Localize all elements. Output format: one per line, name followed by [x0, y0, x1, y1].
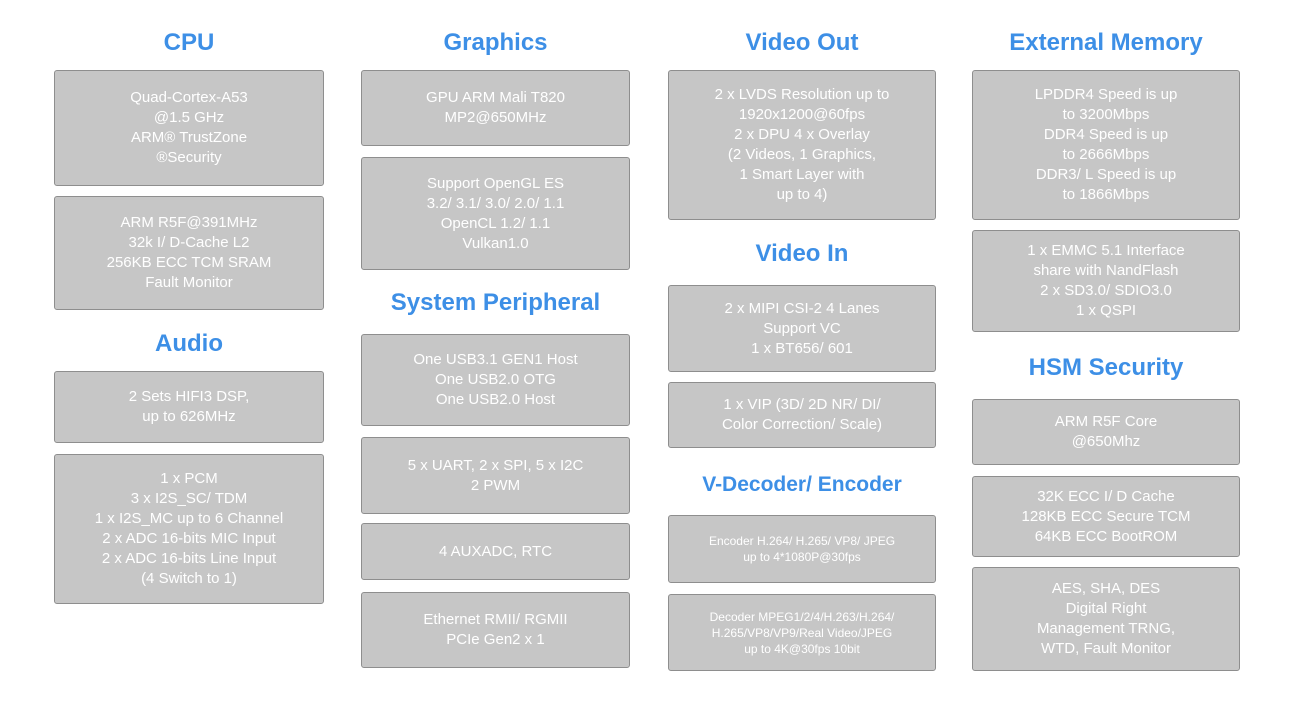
block-line: 2 PWM [470, 476, 521, 494]
block-ddr: LPDDR4 Speed is up to 3200Mbps DDR4 Spee… [972, 70, 1240, 220]
block-video-out: 2 x LVDS Resolution up to 1920x1200@60fp… [668, 70, 936, 220]
block-line: up to 626MHz [142, 408, 236, 425]
block-line: (4 Switch to 1) [141, 570, 237, 587]
block-line: 2 x ADC 16-bits Line Input [101, 550, 277, 567]
block-line: Fault Monitor [145, 274, 233, 291]
block-uart-spi-i2c: 5 x UART, 2 x SPI, 5 x I2C 2 PWM [361, 437, 630, 514]
block-gpu-mali: GPU ARM Mali T820 MP2@650MHz [361, 70, 630, 146]
block-line: 2 x ADC 16-bits MIC Input [102, 530, 276, 547]
block-line: (2 Videos, 1 Graphics, [727, 146, 877, 163]
block-line: 1 x EMMC 5.1 Interface [1027, 242, 1185, 259]
block-line: 2 x DPU 4 x Overlay [734, 126, 870, 143]
block-line: H.265/VP8/VP9/Real Video/JPEG [711, 625, 893, 640]
block-emmc-sd: 1 x EMMC 5.1 Interface share with NandFl… [972, 230, 1240, 332]
block-line: Encoder H.264/ H.265/ VP8/ JPEG [708, 534, 896, 548]
block-line: 1 Smart Layer with [739, 166, 865, 183]
block-line: DDR4 Speed is up [1043, 126, 1169, 143]
block-line: Decoder MPEG1/2/4/H.263/H.264/ [709, 609, 895, 624]
block-line: to 3200Mbps [1062, 106, 1150, 123]
section-title-external-memory: External Memory [1009, 29, 1203, 56]
block-line: GPU ARM Mali T820 [426, 89, 565, 106]
block-line: 32K ECC I/ D Cache [1037, 487, 1175, 505]
block-line: 1 x BT656/ 601 [751, 339, 853, 357]
block-line: to 2666Mbps [1062, 146, 1150, 163]
section-title-graphics: Graphics [443, 29, 548, 56]
block-vip: 1 x VIP (3D/ 2D NR/ DI/ Color Correction… [668, 382, 936, 448]
block-line: WTD, Fault Monitor [1040, 640, 1172, 657]
block-line: Digital Right [1065, 600, 1147, 617]
block-gpu-apis: Support OpenGL ES 3.2/ 3.1/ 3.0/ 2.0/ 1.… [361, 157, 630, 270]
block-audio-interfaces: 1 x PCM 3 x I2S_SC/ TDM 1 x I2S_MC up to… [54, 454, 324, 604]
block-line: Support VC [763, 319, 841, 337]
block-line: ®Security [156, 149, 222, 166]
block-line: Management TRNG, [1036, 620, 1176, 637]
block-line: up to 4*1080P@30fps [743, 550, 861, 564]
block-line: share with NandFlash [1033, 262, 1179, 279]
block-line: Support OpenGL ES [426, 174, 565, 192]
block-line: 1 x QSPI [1075, 302, 1137, 319]
block-line: Color Correction/ Scale) [721, 416, 883, 433]
block-usb: One USB3.1 GEN1 Host One USB2.0 OTG One … [361, 334, 630, 426]
block-line: 2 x MIPI CSI-2 4 Lanes [724, 299, 880, 317]
block-ethernet-pcie: Ethernet RMII/ RGMII PCIe Gen2 x 1 [361, 592, 630, 668]
block-hsm-memory: 32K ECC I/ D Cache 128KB ECC Secure TCM … [972, 476, 1240, 557]
block-line: Vulkan1.0 [462, 234, 529, 252]
block-line: @650Mhz [1071, 433, 1141, 450]
block-line: One USB2.0 OTG [435, 371, 556, 388]
section-title-audio: Audio [155, 330, 223, 357]
block-line: ARM® TrustZone [130, 129, 248, 146]
block-cpu-r5f: ARM R5F@391MHz 32k I/ D-Cache L2 256KB E… [54, 196, 324, 310]
block-line: AES, SHA, DES [1051, 580, 1161, 597]
block-line: Quad-Cortex-A53 [130, 89, 248, 106]
section-title-video-in: Video In [755, 240, 849, 267]
block-line: 1920x1200@60fps [738, 106, 866, 123]
section-title-system-peripheral: System Peripheral [390, 289, 601, 316]
block-line: 2 x SD3.0/ SDIO3.0 [1040, 282, 1172, 299]
block-auxadc-rtc: 4 AUXADC, RTC [361, 523, 630, 580]
block-line: DDR3/ L Speed is up [1035, 166, 1177, 183]
block-line: 1 x VIP (3D/ 2D NR/ DI/ [723, 396, 881, 413]
block-mipi-csi: 2 x MIPI CSI-2 4 Lanes Support VC 1 x BT… [668, 285, 936, 372]
block-line: One USB3.1 GEN1 Host [413, 351, 578, 368]
block-line: to 1866Mbps [1062, 186, 1150, 203]
section-title-cpu: CPU [163, 29, 215, 56]
block-line: Ethernet RMII/ RGMII [423, 611, 568, 628]
block-decoder: Decoder MPEG1/2/4/H.263/H.264/ H.265/VP8… [668, 594, 936, 671]
block-line: @1.5 GHz [153, 109, 225, 126]
block-line: MP2@650MHz [444, 109, 547, 126]
block-line: One USB2.0 Host [435, 391, 556, 408]
block-line: up to 4K@30fps 10bit [744, 641, 860, 656]
block-hsm-core: ARM R5F Core @650Mhz [972, 399, 1240, 465]
block-audio-dsp: 2 Sets HIFI3 DSP, up to 626MHz [54, 371, 324, 443]
block-hsm-crypto: AES, SHA, DES Digital Right Management T… [972, 567, 1240, 671]
block-cpu-a53: Quad-Cortex-A53 @1.5 GHz ARM® TrustZone … [54, 70, 324, 186]
block-line: 3 x I2S_SC/ TDM [130, 490, 248, 507]
block-line: 4 AUXADC, RTC [438, 542, 553, 560]
block-encoder: Encoder H.264/ H.265/ VP8/ JPEG up to 4*… [668, 515, 936, 583]
block-line: 2 Sets HIFI3 DSP, [128, 388, 250, 405]
block-line: 5 x UART, 2 x SPI, 5 x I2C [407, 456, 584, 474]
block-line: 1 x I2S_MC up to 6 Channel [94, 510, 284, 527]
block-line: up to 4) [776, 186, 828, 203]
block-line: 64KB ECC BootROM [1034, 527, 1178, 545]
section-title-hsm-security: HSM Security [1028, 354, 1184, 381]
block-line: 256KB ECC TCM SRAM [106, 254, 272, 271]
block-line: OpenCL 1.2/ 1.1 [440, 214, 551, 232]
section-title-v-decoder-encoder: V-Decoder/ Encoder [702, 473, 902, 496]
block-line: ARM R5F@391MHz [120, 214, 258, 231]
section-title-video-out: Video Out [745, 29, 859, 56]
block-line: PCIe Gen2 x 1 [446, 631, 545, 648]
block-line: 2 x LVDS Resolution up to [714, 86, 890, 103]
block-line: 1 x PCM [160, 470, 218, 487]
block-line: LPDDR4 Speed is up [1034, 86, 1178, 103]
block-line: ARM R5F Core [1054, 413, 1158, 430]
block-line: 3.2/ 3.1/ 3.0/ 2.0/ 1.1 [426, 194, 565, 212]
block-line: 128KB ECC Secure TCM [1021, 507, 1191, 525]
block-line: 32k I/ D-Cache L2 [128, 234, 250, 251]
